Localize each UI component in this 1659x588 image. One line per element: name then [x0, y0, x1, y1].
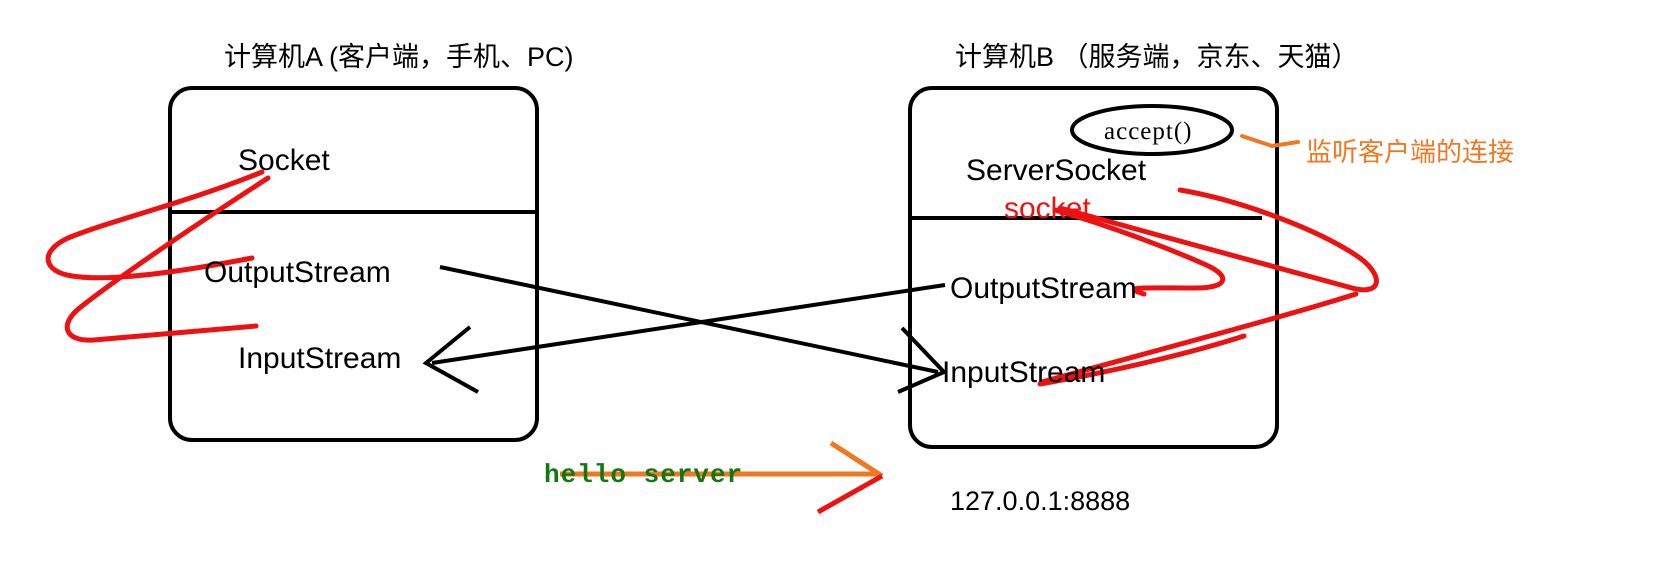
accept-bubble-label: accept()	[1104, 118, 1193, 145]
red-scribble-server-socket-loop	[1052, 207, 1226, 297]
server-output-stream-label: OutputStream	[950, 272, 1137, 305]
client-output-stream-label: OutputStream	[204, 256, 391, 289]
red-scribble-client-socket-tail	[64, 175, 271, 343]
arrow-server-output-to-client-input	[431, 283, 946, 365]
server-title: 计算机B （服务端，京东、天猫）	[955, 42, 1359, 72]
client-input-stream-label: InputStream	[238, 342, 402, 375]
hello-server-message-label: hello server	[544, 460, 744, 490]
accept-ellipse	[1070, 104, 1234, 156]
accept-annotation-leader-line	[1240, 134, 1300, 149]
arrow-client-output-to-server-input	[439, 265, 939, 374]
server-socket-class-label: ServerSocket	[966, 154, 1147, 187]
red-scribble-server-input-stream	[1037, 333, 1247, 387]
arrow-client-output-to-server-input-head	[897, 326, 948, 394]
server-input-stream-label: InputStream	[942, 356, 1106, 389]
client-box	[168, 86, 539, 442]
server-socket-instance-label: socket	[1004, 192, 1091, 225]
arrow-server-output-to-client-input-head	[422, 325, 479, 394]
server-address-label: 127.0.0.1:8888	[950, 486, 1131, 516]
hello-server-arrow-head-red	[816, 473, 884, 515]
accept-annotation-label: 监听客户端的连接	[1306, 137, 1515, 167]
hello-server-arrow-head-orange	[829, 440, 884, 479]
red-scribble-server-to-right-edge-upper	[1057, 187, 1379, 293]
client-socket-label: Socket	[238, 144, 330, 177]
client-title: 计算机A (客户端，手机、PC)	[224, 42, 574, 72]
red-scribble-server-to-right-edge-lower	[1039, 291, 1359, 385]
red-scribble-client-socket-loop	[45, 169, 265, 281]
